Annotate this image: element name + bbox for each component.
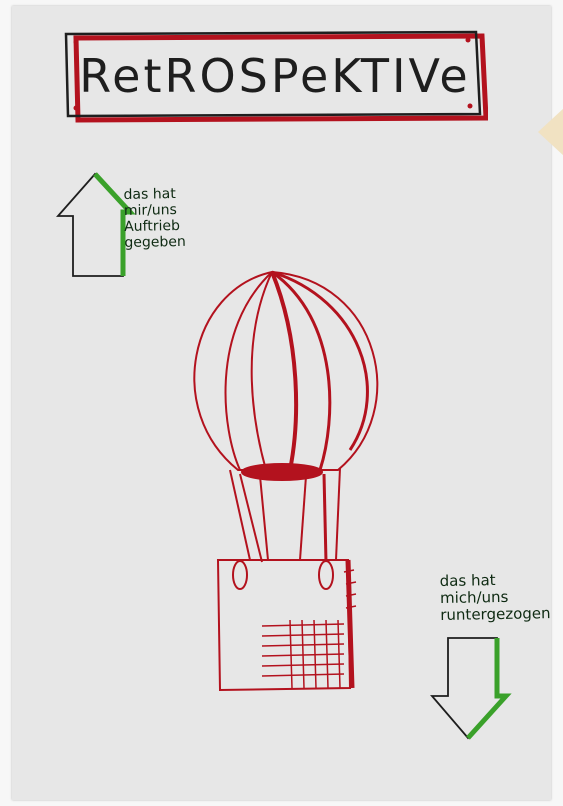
up-line-3: Auftrieb [124, 217, 234, 235]
up-line-4: gegeben [124, 233, 234, 251]
arrow-up-icon [58, 174, 130, 276]
hot-air-balloon-icon [194, 272, 377, 690]
up-line-1: das hat [123, 185, 233, 203]
up-line-2: mir/uns [124, 201, 234, 219]
down-arrow-caption: das hat mich/uns runtergezogen [440, 571, 561, 624]
arrow-down-icon [432, 638, 506, 738]
up-arrow-caption: das hat mir/uns Auftrieb gegeben [123, 185, 234, 251]
down-line-3: runtergezogen [440, 605, 560, 624]
